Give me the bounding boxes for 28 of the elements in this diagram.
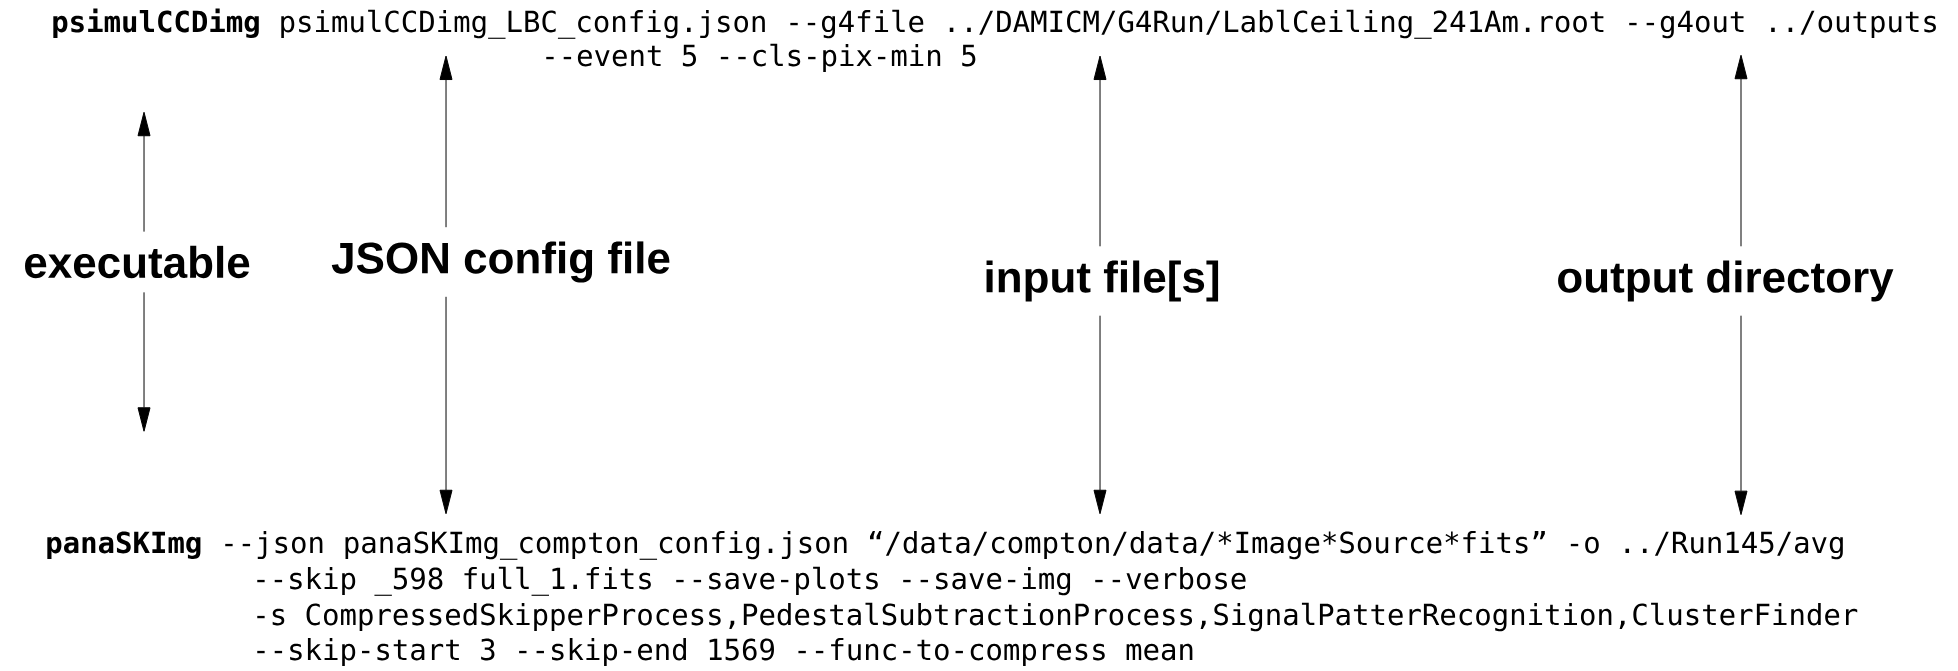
command-option: --g4file — [790, 9, 924, 39]
arrow — [1093, 315, 1107, 515]
command-name: psimulCCDimg — [53, 8, 259, 39]
arrow — [439, 296, 453, 515]
arrow — [439, 55, 453, 228]
arrow — [137, 111, 151, 233]
annotation-label: executable — [25, 245, 250, 279]
command-option: --event 5 --cls-pix-min 5 — [546, 43, 976, 73]
arrow — [1734, 54, 1748, 247]
arrow — [137, 291, 151, 432]
annotation-label: input file[s] — [986, 260, 1219, 302]
command-argument: ../DAMICM/G4Run/LablCeiling_241Am.root — [949, 9, 1604, 39]
command-argument: psimulCCDimg_LBC_config.json — [281, 9, 765, 39]
arrow — [1093, 55, 1107, 247]
command-name: panaSKImg — [47, 531, 201, 560]
command-argument: panaSKImg_compton_config.json — [345, 530, 847, 560]
command-option: --json — [225, 530, 323, 560]
arrow — [1734, 315, 1748, 516]
annotation-label: output directory — [1558, 260, 1894, 302]
annotation-label: JSON config file — [331, 241, 670, 283]
command-argument: ../outputs — [1771, 10, 1936, 39]
command-line: -s CompressedSkipperProcess,PedestalSubtractionProcess,SignalPatterRecognition,ClusterFinder — [257, 602, 1858, 632]
command-option: --g4out — [1629, 10, 1744, 39]
command-option: -o — [1570, 536, 1599, 554]
command-argument: ../Run145/avg — [1625, 531, 1843, 560]
command-line: --skip-start 3 --skip-end 1569 --func-to-compress mean — [257, 637, 1193, 667]
command-line: --skip _598 full_1.fits --save-plots --save-img --verbose — [257, 566, 1246, 596]
command-argument: “/data/compton/data/*Image*Source*fits” — [870, 530, 1545, 560]
